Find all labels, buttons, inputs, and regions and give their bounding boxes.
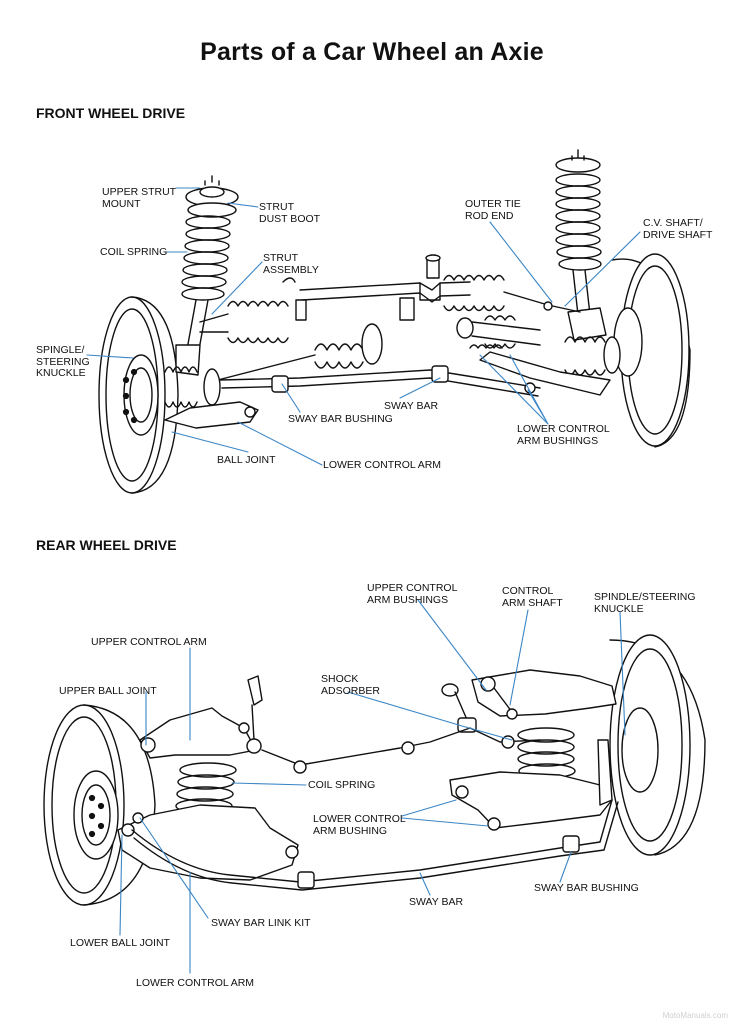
rear-steering-linkage	[261, 727, 541, 774]
label-lower-control-arm-bushings: LOWER CONTROL ARM BUSHINGS	[517, 423, 610, 447]
front-left-strut	[175, 175, 239, 376]
rear-left-wheel	[43, 704, 156, 906]
label-upper-strut-mount: UPPER STRUT MOUNT	[102, 186, 177, 210]
label-upper-ball-joint: UPPER BALL JOINT	[59, 685, 157, 697]
label-sway-bar-bushing-rear: SWAY BAR BUSHING	[534, 882, 639, 894]
label-upper-control-arm: UPPER CONTROL ARM	[91, 636, 207, 648]
label-control-arm-shaft: CONTROL ARM SHAFT	[502, 585, 563, 609]
label-ball-joint: BALL JOINT	[217, 454, 276, 466]
front-steering-rack	[199, 254, 581, 344]
label-strut-assembly: STRUT ASSEMBLY	[263, 252, 319, 276]
label-upper-control-arm-bushings: UPPER CONTROL ARM BUSHINGS	[367, 582, 458, 606]
label-shock-absorber: SHOCK ADSORBER	[321, 673, 380, 697]
front-left-wheel	[98, 296, 179, 494]
label-sway-bar-rear: SWAY BAR	[409, 896, 464, 908]
front-cv-shafts	[164, 315, 621, 408]
rear-right-wheel	[609, 634, 706, 856]
label-sway-bar-front: SWAY BAR	[384, 400, 439, 412]
rear-upper-control-arm-left	[139, 675, 263, 759]
front-section-heading: FRONT WHEEL DRIVE	[36, 105, 186, 121]
label-coil-spring-front: COIL SPRING	[100, 246, 168, 258]
rear-upper-control-arm-right	[441, 669, 617, 733]
label-strut-dust-boot: STRUT DUST BOOT	[259, 201, 321, 225]
label-sway-bar-bushing-front: SWAY BAR BUSHING	[288, 413, 393, 425]
page-title: Parts of a Car Wheel an Axie	[200, 38, 544, 66]
front-lower-control-arms	[164, 344, 611, 429]
rear-lower-control-arm-left	[117, 804, 299, 881]
label-lower-control-arm-front: LOWER CONTROL ARM	[323, 459, 442, 471]
label-lower-control-arm-bushing: LOWER CONTROL ARM BUSHING	[313, 813, 406, 837]
label-outer-tie-rod-end: OUTER TIE ROD END	[465, 198, 521, 222]
label-lower-ball-joint: LOWER BALL JOINT	[70, 937, 170, 949]
front-right-strut	[555, 149, 607, 341]
leader-lines	[86, 187, 641, 974]
label-spindle-knuckle-rear: SPINDLE/STEERING KNUCKLE	[594, 591, 696, 615]
label-lower-control-arm-rear: LOWER CONTROL ARM	[136, 977, 255, 989]
label-spindle-knuckle-front: SPINGLE/ STEERING KNUCKLE	[36, 344, 90, 379]
front-right-wheel	[611, 253, 691, 448]
label-sway-bar-link-kit: SWAY BAR LINK KIT	[211, 917, 311, 929]
rear-sway-bar	[131, 799, 619, 891]
watermark: MotoManuals.com	[662, 1011, 728, 1020]
front-sway-bar	[219, 365, 541, 397]
label-cv-shaft: C.V. SHAFT/ DRIVE SHAFT	[643, 217, 713, 241]
rear-section-heading: REAR WHEEL DRIVE	[36, 537, 177, 553]
label-coil-spring-rear: COIL SPRING	[308, 779, 376, 791]
